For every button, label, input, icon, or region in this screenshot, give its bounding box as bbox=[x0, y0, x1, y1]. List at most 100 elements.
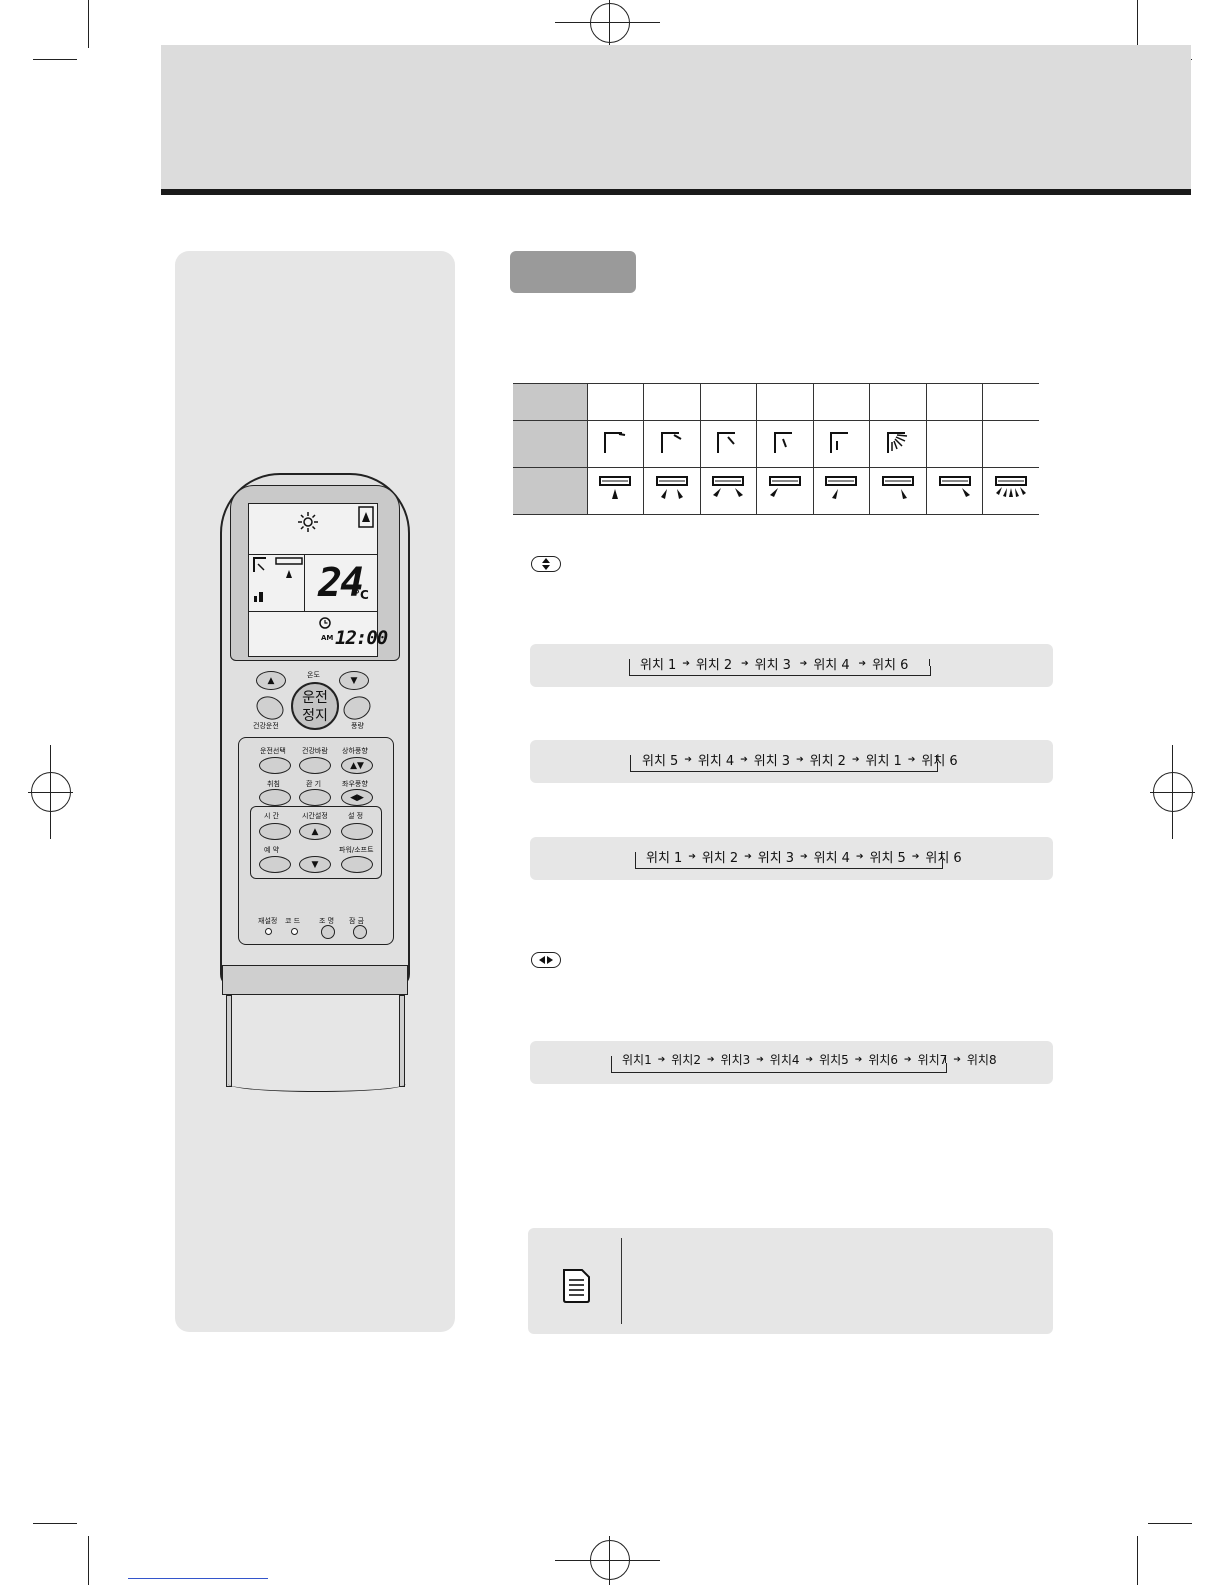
healthy-wind-label: 건강바람 bbox=[302, 747, 328, 755]
power-soft-button[interactable] bbox=[341, 856, 373, 873]
crop-mark bbox=[33, 59, 77, 60]
mode-select-label: 운전선택 bbox=[260, 747, 286, 755]
vane-position-icon bbox=[253, 557, 303, 602]
note-divider bbox=[621, 1238, 622, 1324]
crop-mark bbox=[1137, 1536, 1138, 1585]
link-underline bbox=[128, 1578, 268, 1579]
louver-6-icon bbox=[882, 476, 914, 499]
time-down-button[interactable]: ▼ bbox=[299, 856, 331, 873]
temp-up-button[interactable]: ▲ bbox=[256, 671, 286, 690]
sequence-loop-line bbox=[635, 859, 943, 869]
leftright-wind-label: 좌우풍향 bbox=[342, 780, 368, 788]
registration-mark bbox=[590, 1540, 630, 1580]
louver-2-icon bbox=[655, 476, 688, 499]
reserve-button[interactable] bbox=[259, 856, 291, 873]
temperature-unit: °C bbox=[354, 588, 369, 602]
setting-button[interactable] bbox=[341, 823, 373, 840]
note-box bbox=[528, 1228, 1053, 1334]
sequence-box: 위치 1➔ 위치 2➔ 위치 3➔ 위치 4➔ 위치 5➔ 위치 6 bbox=[530, 837, 1053, 880]
clock-readout: 12:00 bbox=[335, 627, 388, 649]
leftright-arrow-icon bbox=[531, 952, 561, 968]
updown-wind-button[interactable]: ▲▼ bbox=[341, 757, 373, 774]
sequence-line: 위치 1➔ 위치 2 ➔ 위치 3 ➔ 위치 4 ➔ 위치 6 bbox=[640, 658, 909, 673]
temp-down-button[interactable]: ▼ bbox=[339, 671, 369, 690]
temperature-readout: 24 bbox=[318, 560, 364, 606]
vane-up-2-icon bbox=[660, 432, 682, 453]
lock-label: 잠 금 bbox=[349, 917, 365, 925]
sequence-line: 위치 5➔ 위치 4➔ 위치 3➔ 위치 2➔ 위치 1➔ 위치 6 bbox=[642, 754, 958, 769]
power-soft-label: 파워/소프트 bbox=[339, 846, 374, 854]
remote-lcd bbox=[248, 503, 378, 657]
registration-mark bbox=[31, 772, 71, 812]
reset-label: 재설정 bbox=[258, 917, 278, 925]
timer-button-group bbox=[250, 806, 382, 879]
louver-1-icon bbox=[599, 476, 632, 499]
fan-speed-label: 풍량 bbox=[351, 722, 364, 730]
louver-4-icon bbox=[768, 476, 801, 497]
crop-mark bbox=[1148, 1523, 1192, 1524]
setting-label: 설 정 bbox=[348, 812, 364, 820]
remote-holder-leg bbox=[226, 995, 232, 1087]
lock-button[interactable] bbox=[353, 925, 367, 939]
crop-mark bbox=[1137, 0, 1138, 48]
table-header-cell bbox=[513, 467, 587, 515]
crop-mark bbox=[33, 1523, 77, 1524]
crop-mark bbox=[88, 0, 89, 48]
vane-up-3-icon bbox=[717, 432, 736, 453]
sleep-label: 취침 bbox=[267, 780, 280, 788]
sequence-box: 위치 1➔ 위치 2 ➔ 위치 3 ➔ 위치 4 ➔ 위치 6 bbox=[530, 644, 1053, 687]
time-up-button[interactable]: ▲ bbox=[299, 823, 331, 840]
clock-icon bbox=[319, 617, 331, 629]
louver-5-icon bbox=[825, 476, 858, 499]
temp-label: 온도 bbox=[307, 671, 320, 679]
sleep-button[interactable] bbox=[259, 789, 291, 806]
louver-swing-icon bbox=[995, 476, 1028, 497]
sequence-line: 위치 1➔ 위치 2➔ 위치 3➔ 위치 4➔ 위치 5➔ 위치 6 bbox=[646, 851, 962, 866]
louver-7-icon bbox=[938, 476, 971, 497]
leftright-wind-button[interactable]: ◀▶ bbox=[341, 789, 373, 806]
registration-mark bbox=[1153, 772, 1193, 812]
fan-level-icon bbox=[358, 506, 374, 528]
code-label: 코 드 bbox=[285, 917, 301, 925]
healthy-run-label: 건강운전 bbox=[253, 722, 279, 730]
remote-holder-leg bbox=[399, 995, 405, 1087]
time-label: 시 간 bbox=[264, 812, 280, 820]
power-label-bottom: 정지 bbox=[302, 708, 328, 724]
crop-mark bbox=[88, 1536, 89, 1585]
updown-arrow-icon bbox=[531, 556, 561, 572]
light-label: 조 명 bbox=[319, 917, 335, 925]
sequence-box: 위치 5➔ 위치 4➔ 위치 3➔ 위치 2➔ 위치 1➔ 위치 6 bbox=[530, 740, 1053, 783]
sequence-loop-line bbox=[630, 762, 938, 772]
sequence-loop-line bbox=[611, 1063, 947, 1073]
ventilation-button[interactable] bbox=[299, 789, 331, 806]
sequence-loop-line bbox=[629, 666, 931, 676]
time-button[interactable] bbox=[259, 823, 291, 840]
light-button[interactable] bbox=[321, 925, 335, 939]
ventilation-label: 환 기 bbox=[306, 780, 322, 788]
mode-select-button[interactable] bbox=[259, 757, 291, 774]
section-tag bbox=[510, 251, 636, 293]
vane-up-1-icon bbox=[604, 432, 626, 453]
note-document-icon bbox=[563, 1269, 590, 1303]
sequence-box: 위치1➔ 위치2➔ 위치3➔ 위치4➔ 위치5➔ 위치6➔ 위치7➔ 위치8 bbox=[530, 1041, 1053, 1084]
reset-button[interactable] bbox=[265, 928, 272, 935]
updown-wind-label: 상하풍향 bbox=[342, 747, 368, 755]
sun-icon bbox=[298, 512, 318, 532]
healthy-wind-button[interactable] bbox=[299, 757, 331, 774]
remote-holder-base bbox=[228, 1076, 406, 1092]
registration-mark bbox=[590, 3, 630, 43]
remote-holder bbox=[222, 965, 408, 995]
vane-up-4-icon bbox=[773, 432, 792, 453]
code-button[interactable] bbox=[291, 928, 298, 935]
time-set-label: 시간설정 bbox=[302, 812, 328, 820]
vane-position-table bbox=[513, 383, 1039, 515]
power-button[interactable]: 운전 정지 bbox=[291, 682, 339, 730]
reserve-label: 예 약 bbox=[264, 846, 280, 854]
louver-3-icon bbox=[712, 476, 745, 497]
table-header-cell bbox=[513, 383, 587, 421]
power-label-top: 운전 bbox=[302, 690, 328, 706]
table-header-cell bbox=[513, 420, 587, 468]
vane-swing-icon bbox=[887, 432, 908, 453]
vane-up-5-icon bbox=[830, 432, 849, 453]
am-indicator: AM bbox=[321, 634, 334, 642]
